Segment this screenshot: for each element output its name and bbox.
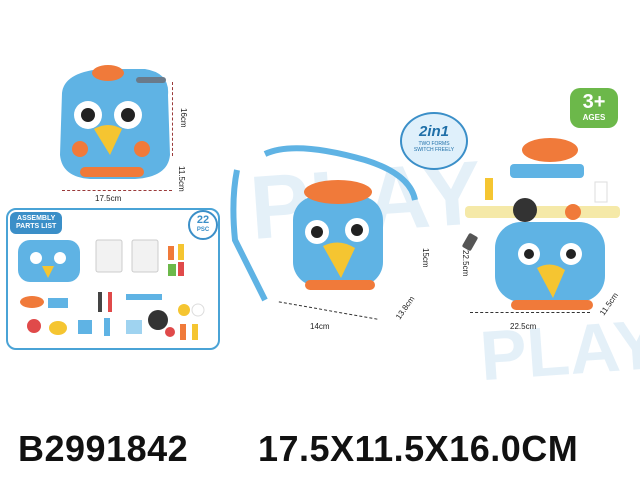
product-top-view xyxy=(50,55,180,185)
age-badge: 3+ AGES xyxy=(570,88,618,128)
product-code: B2991842 xyxy=(18,428,189,469)
parts-list-label-line1: ASSEMBLY xyxy=(17,215,56,222)
two-in-one-line2: SWITCH FREELY xyxy=(413,147,455,153)
product-bag-view xyxy=(225,140,425,310)
parts-list-label-line2: PARTS LIST xyxy=(16,223,57,230)
product-top-view-image xyxy=(60,65,170,179)
top-height-label: 16cm xyxy=(179,108,188,128)
product-size: 17.5X11.5X16.0CM xyxy=(258,428,579,469)
product-kitchen-view xyxy=(455,130,630,320)
product-kitchen-image xyxy=(462,138,620,310)
two-in-one-title: 2in1 xyxy=(418,123,449,140)
parts-illustration xyxy=(18,239,205,340)
parts-count: 22 xyxy=(196,214,210,226)
parts-unit: PSC xyxy=(196,227,210,233)
top-width-line xyxy=(62,190,172,192)
parts-list-panel: ASSEMBLY PARTS LIST xyxy=(6,208,220,350)
top-depth-label: 11.5cm xyxy=(177,166,186,192)
top-width-label: 17.5cm xyxy=(95,194,122,203)
product-bag-image xyxy=(230,145,418,302)
two-in-one-line1: TWO FORMS xyxy=(418,141,450,147)
two-in-one-badge: 2in1 TWO FORMS SWITCH FREELY xyxy=(400,112,468,170)
bag-width-label: 14cm xyxy=(310,322,330,331)
bag-height-label: 15cm xyxy=(421,248,430,268)
parts-list-label: ASSEMBLY PARTS LIST xyxy=(10,212,63,234)
top-height-line xyxy=(172,82,174,156)
age-label: AGES xyxy=(582,113,606,122)
parts-count-badge: 22 PSC xyxy=(188,210,218,240)
kitchen-height-label: 22.5cm xyxy=(461,250,470,277)
age-value: 3+ xyxy=(582,91,606,113)
kitchen-width-line xyxy=(470,312,590,314)
kitchen-width-label: 22.5cm xyxy=(510,322,537,331)
